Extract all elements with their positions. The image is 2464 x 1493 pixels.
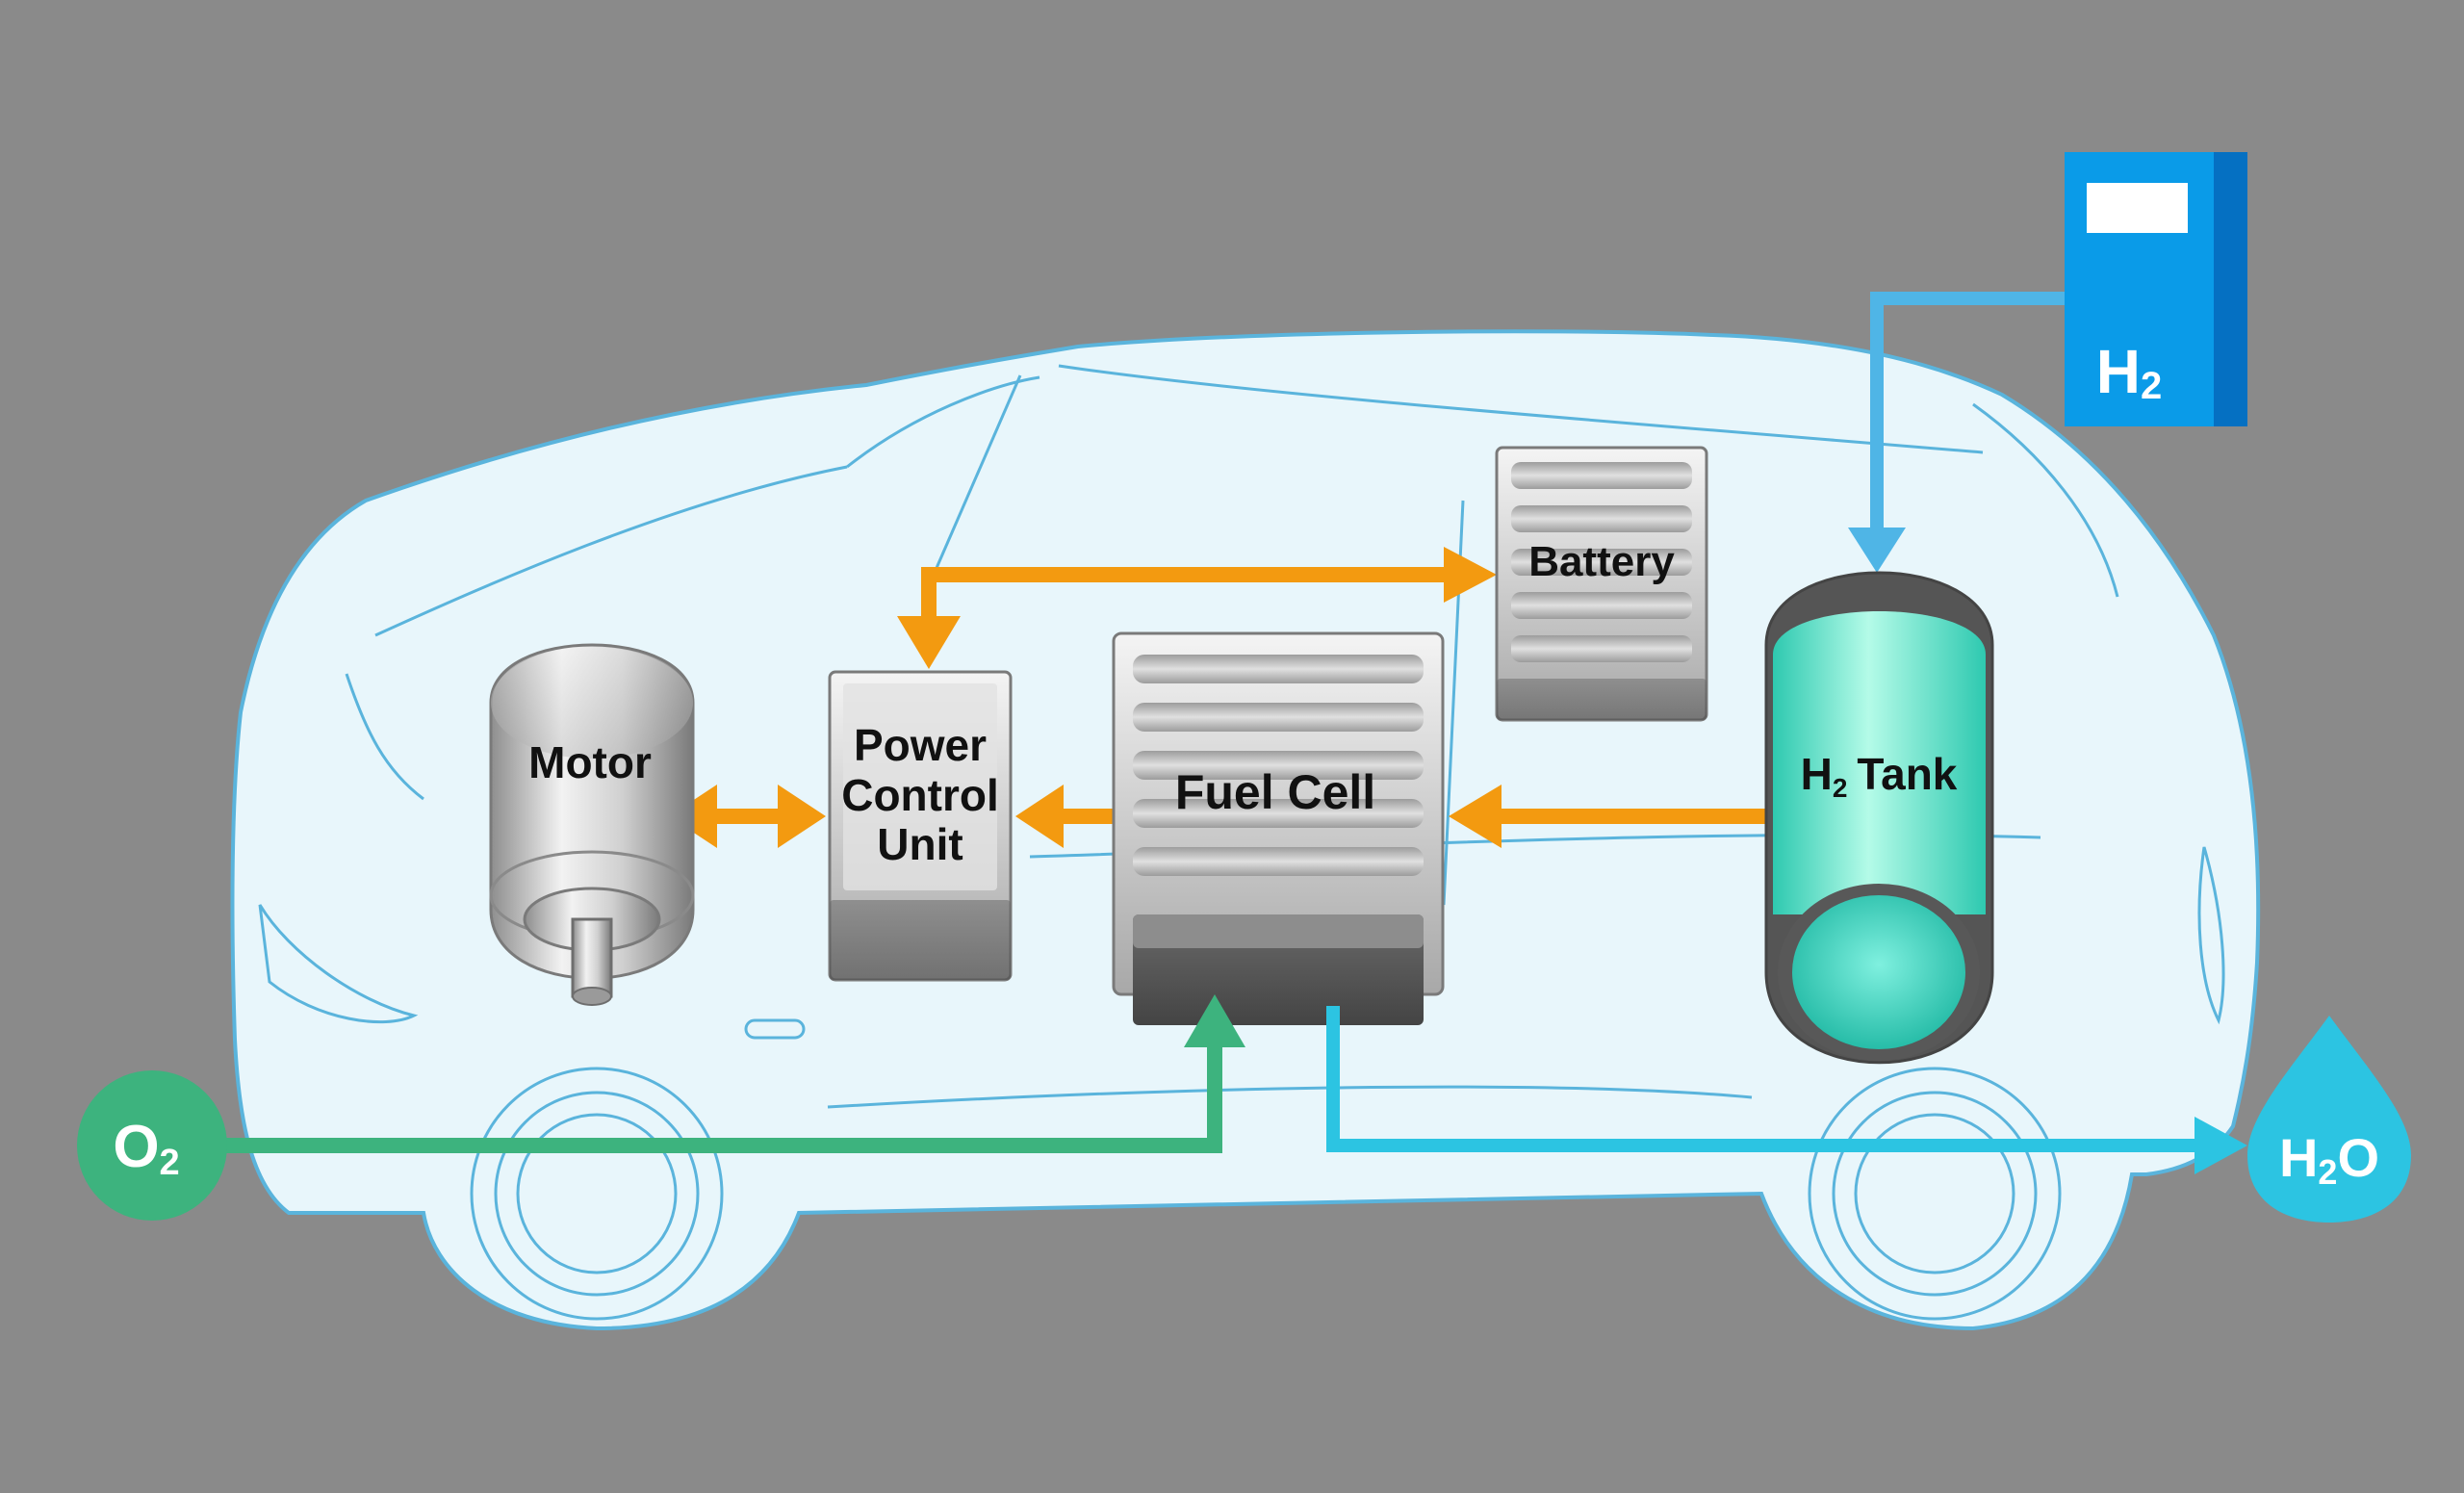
motor-shaft xyxy=(571,917,613,998)
fuel-cell-label: Fuel Cell xyxy=(1175,765,1375,819)
windshield-line xyxy=(374,465,848,637)
rear-window-line xyxy=(1972,402,2119,598)
rear-light xyxy=(2197,846,2225,1025)
oxygen-arrowhead xyxy=(1184,994,1245,1047)
rear-wheel xyxy=(1808,1067,2062,1321)
pcu-label-line-2: Control xyxy=(841,770,999,820)
hydrogen-tank: H2 Tank xyxy=(1764,571,1994,1065)
battery: Battery xyxy=(1495,446,1708,722)
h2o-h-label: H xyxy=(2279,1127,2318,1188)
motor-label: Motor xyxy=(528,737,652,787)
station-h2-subscript: 2 xyxy=(2141,365,2162,407)
fuel-cell-fins xyxy=(1133,655,1424,876)
hydrogen-supply-arrowhead xyxy=(1848,528,1906,573)
water-flow-line xyxy=(1326,1006,2204,1152)
electric-flows xyxy=(669,547,1771,848)
battery-arrowhead xyxy=(1444,547,1497,603)
battery-label: Battery xyxy=(1528,538,1675,585)
side-window-line xyxy=(1058,364,1984,454)
hood-line xyxy=(345,673,424,801)
pcu-label-line-1: Power xyxy=(854,720,987,770)
h2o-subscript: 2 xyxy=(2318,1152,2337,1192)
svg-text:H2O: H2O xyxy=(2279,1127,2379,1192)
headlight xyxy=(258,904,419,1024)
power-control-unit: Power Control Unit xyxy=(828,670,1013,982)
roof-line xyxy=(846,375,1040,469)
oxygen-flow-line xyxy=(221,1040,1222,1153)
water-droplet: H2O xyxy=(2247,1016,2411,1223)
tank-label: Tank xyxy=(1857,749,1957,799)
o2-subscript: 2 xyxy=(160,1143,180,1183)
tank-h2-subscript: 2 xyxy=(1833,773,1848,803)
o2-label: O xyxy=(113,1114,159,1180)
front-wheel xyxy=(470,1067,724,1321)
water-arrowhead xyxy=(2194,1117,2247,1174)
battery-pcu-line xyxy=(921,567,1453,626)
door-handle xyxy=(744,1018,806,1040)
hydrogen-station: H2 xyxy=(2065,152,2247,426)
pcu-label-line-3: Unit xyxy=(877,819,962,869)
tank-h2-prefix: H xyxy=(1801,749,1833,799)
pcu-top-arrowhead xyxy=(897,616,961,669)
hydrogen-supply-line xyxy=(1870,292,2065,539)
station-display xyxy=(2087,183,2188,233)
pcu-left-arrowhead xyxy=(778,785,826,848)
h2o-o-label: O xyxy=(2337,1127,2379,1188)
oxygen-badge: O2 xyxy=(77,1070,227,1221)
station-h2-label: H xyxy=(2096,337,2141,406)
tank-fuelcell-arrowhead xyxy=(1449,785,1502,848)
fuel-cell: Fuel Cell xyxy=(1112,631,1445,1025)
motor: Motor xyxy=(489,643,695,1006)
svg-text:O2: O2 xyxy=(113,1114,179,1183)
a-pillar xyxy=(922,374,1022,598)
fuelcell-pcu-arrowhead xyxy=(1015,785,1064,848)
svg-text:H2: H2 xyxy=(2096,337,2162,407)
